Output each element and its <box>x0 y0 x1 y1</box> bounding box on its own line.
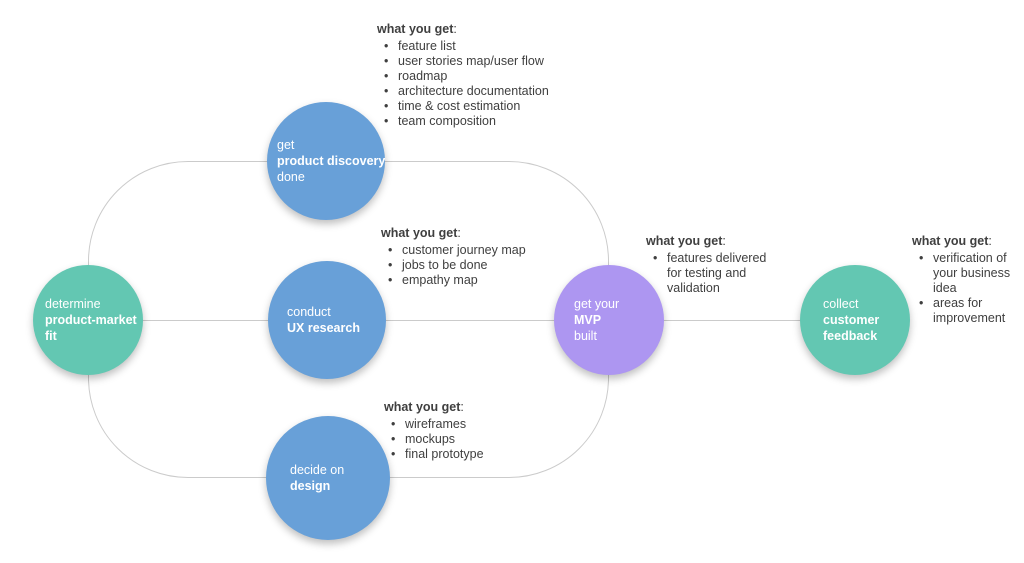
list-heading: what you get: <box>646 234 726 248</box>
bullet-icon: • <box>384 99 389 113</box>
node-label: decide on <box>290 463 345 477</box>
node-label: conduct <box>287 305 331 319</box>
list-product-discovery: what you get: •feature list •user storie… <box>377 22 569 129</box>
node-decide-on-design: decide on design <box>266 416 390 540</box>
node-label: design <box>290 479 331 493</box>
connector-midline <box>88 320 855 321</box>
list-item: •verification of your business idea <box>919 251 1011 295</box>
node-label: product discovery <box>277 154 386 168</box>
node-label: collect <box>823 297 859 311</box>
bullet-icon: • <box>384 54 389 68</box>
bullet-icon: • <box>384 69 389 83</box>
list-item: •empathy map <box>388 273 478 287</box>
list-item: •feature list <box>384 39 456 53</box>
list-heading: what you get: <box>912 234 992 248</box>
node-label: determine <box>45 297 101 311</box>
list-customer-feedback: what you get: •verification of your busi… <box>912 234 1024 326</box>
bullet-icon: • <box>391 447 396 461</box>
node-label: done <box>277 170 305 184</box>
list-item: •architecture documentation <box>384 84 549 98</box>
bullet-icon: • <box>384 114 389 128</box>
list-heading: what you get: <box>377 22 457 36</box>
node-label: product-market <box>45 313 137 327</box>
list-mvp: what you get: •features delivered for te… <box>646 234 774 296</box>
bullet-icon: • <box>388 273 393 287</box>
node-label: UX research <box>287 321 360 335</box>
node-conduct-ux-research: conduct UX research <box>268 261 386 379</box>
bullet-icon: • <box>388 243 393 257</box>
node-determine-product-market-fit: determine product-market fit <box>33 265 143 375</box>
bullet-icon: • <box>391 432 396 446</box>
node-label: feedback <box>823 329 878 343</box>
list-item: •areas for improvement <box>919 296 1006 325</box>
bullet-icon: • <box>384 39 389 53</box>
bullet-icon: • <box>388 258 393 272</box>
bullet-icon: • <box>919 251 924 265</box>
bullet-icon: • <box>653 251 658 265</box>
node-label: get your <box>574 297 620 311</box>
list-item: •features delivered for testing and vali… <box>653 251 767 295</box>
list-item: •team composition <box>384 114 496 128</box>
list-item: •wireframes <box>391 417 467 431</box>
node-label: built <box>574 329 597 343</box>
list-item: •customer journey map <box>388 243 526 257</box>
list-heading: what you get: <box>381 226 461 240</box>
bullet-icon: • <box>919 296 924 310</box>
node-label: customer <box>823 313 880 327</box>
list-item: •time & cost estimation <box>384 99 521 113</box>
list-design: what you get: •wireframes •mockups •fina… <box>384 400 534 462</box>
list-item: •roadmap <box>384 69 448 83</box>
list-item: •final prototype <box>391 447 484 461</box>
node-label: MVP <box>574 313 602 327</box>
list-heading: what you get: <box>384 400 464 414</box>
node-label: fit <box>45 329 57 343</box>
bullet-icon: • <box>384 84 389 98</box>
node-label: get <box>277 138 295 152</box>
node-get-your-mvp-built: get your MVP built <box>554 265 664 375</box>
node-get-product-discovery-done: get product discovery done <box>267 102 385 220</box>
list-item: •mockups <box>391 432 456 446</box>
bullet-icon: • <box>391 417 396 431</box>
list-ux-research: what you get: •customer journey map •job… <box>381 226 557 288</box>
list-item: •jobs to be done <box>388 258 488 272</box>
node-collect-customer-feedback: collect customer feedback <box>800 265 910 375</box>
list-item: •user stories map/user flow <box>384 54 544 68</box>
